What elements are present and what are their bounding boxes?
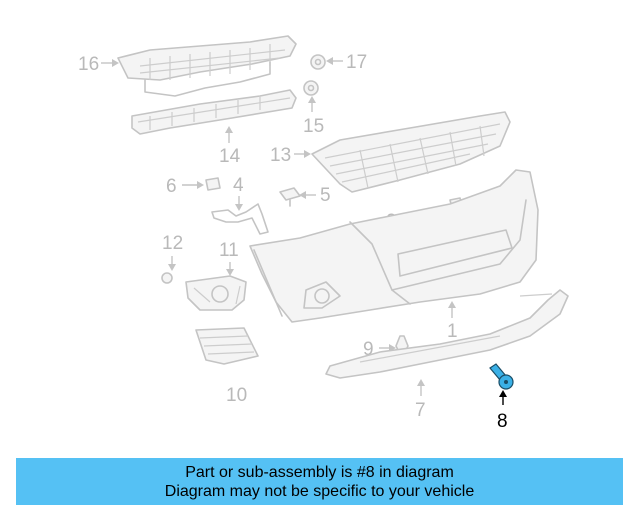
callout-6: 6 — [166, 176, 204, 197]
callout-4: 4 — [233, 175, 244, 211]
caption-line-2: Diagram may not be specific to your vehi… — [164, 482, 475, 500]
svg-text:17: 17 — [346, 52, 367, 73]
svg-text:8: 8 — [497, 411, 508, 432]
svg-text:6: 6 — [166, 176, 177, 197]
svg-text:4: 4 — [233, 175, 244, 196]
part-4-bracket — [211, 203, 269, 235]
svg-text:13: 13 — [270, 145, 291, 166]
callout-5: 5 — [299, 185, 331, 206]
part-5-clip — [279, 187, 301, 207]
part-11-fog-bezel — [185, 275, 247, 311]
part-12-clip — [161, 272, 173, 284]
callout-14: 14 — [219, 126, 241, 167]
svg-text:7: 7 — [415, 400, 426, 421]
svg-text:11: 11 — [219, 240, 239, 261]
svg-text:10: 10 — [226, 385, 247, 406]
part-7-lower-spoiler — [325, 289, 569, 379]
caption-line-1: Part or sub-assembly is #8 in diagram — [185, 463, 454, 481]
callout-16: 16 — [78, 54, 119, 75]
callout-1: 1 — [447, 301, 458, 342]
svg-text:16: 16 — [78, 54, 99, 75]
callout-17: 17 — [326, 52, 367, 73]
callout-7: 7 — [415, 379, 426, 421]
part-16-bracket — [117, 35, 297, 97]
part-6-clip — [205, 177, 221, 191]
part-10-lower-grille — [195, 327, 259, 365]
svg-text:15: 15 — [303, 116, 324, 137]
callout-12: 12 — [162, 233, 183, 271]
part-14-impact-bar — [131, 89, 297, 135]
part-13-upper-grille — [311, 111, 511, 193]
callout-8: 8 — [497, 390, 508, 432]
svg-text:12: 12 — [162, 233, 183, 254]
svg-text:14: 14 — [219, 146, 241, 167]
svg-text:9: 9 — [363, 339, 374, 360]
part-15-clip — [303, 80, 319, 96]
part-17-clip — [310, 54, 326, 70]
callout-13: 13 — [270, 145, 311, 166]
callout-11: 11 — [219, 240, 239, 276]
caption-bar: Part or sub-assembly is #8 in diagram Di… — [16, 458, 623, 505]
callout-10: 10 — [226, 385, 247, 406]
part-1-bumper-cover — [249, 169, 539, 323]
svg-text:5: 5 — [320, 185, 331, 206]
parts-diagram: 16 17 15 14 13 — [78, 35, 569, 432]
svg-text:1: 1 — [447, 321, 458, 342]
part-8-bolt-highlighted[interactable] — [489, 363, 514, 390]
callout-15: 15 — [303, 96, 324, 137]
